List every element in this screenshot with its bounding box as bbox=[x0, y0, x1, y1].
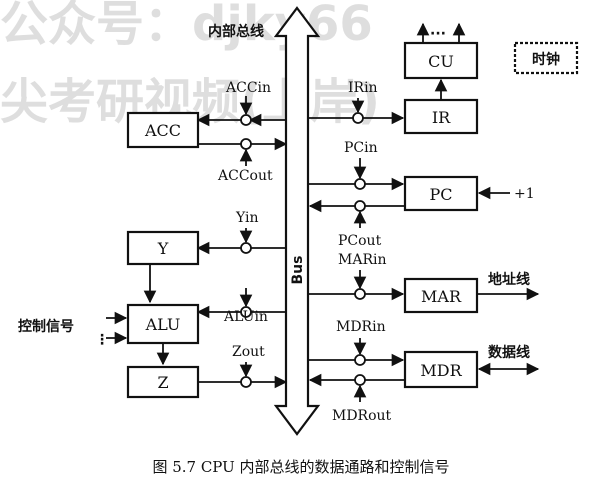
y-register-label: Y bbox=[157, 239, 169, 258]
pc-out-signal: PCout bbox=[338, 233, 382, 249]
pc-register-label: PC bbox=[429, 185, 452, 204]
pc-in-gate bbox=[354, 178, 366, 190]
y-register bbox=[126, 230, 200, 266]
alu-in-signal: ALUin bbox=[223, 309, 268, 325]
pc-out-gate bbox=[354, 200, 366, 212]
z-register bbox=[126, 365, 200, 399]
internal-bus: Bus bbox=[273, 6, 321, 436]
address-bus-label: 地址线 bbox=[488, 271, 530, 288]
mdr-in-signal: MDRin bbox=[336, 319, 386, 335]
mdr-register bbox=[403, 350, 479, 389]
alu bbox=[126, 303, 200, 345]
z-out-signal: Zout bbox=[232, 344, 265, 360]
y-in-gate bbox=[240, 242, 252, 254]
ir-in-signal: IRin bbox=[348, 80, 378, 96]
acc-out-gate bbox=[240, 138, 252, 150]
bus-label: Bus bbox=[290, 256, 306, 285]
cu-dots: ··· bbox=[430, 26, 446, 42]
acc-in-gate bbox=[240, 114, 252, 126]
bus-arrow bbox=[273, 6, 321, 436]
figure-caption: 图 5.7 CPU 内部总线的数据通路和控制信号 bbox=[152, 458, 449, 476]
watermark: 公众号：djky66 尖考研视频(上岸) bbox=[0, 0, 380, 130]
mdr-out-signal: MDRout bbox=[332, 408, 392, 424]
mar-in-signal: MARin bbox=[338, 252, 386, 268]
mar-register bbox=[403, 277, 479, 314]
control-signal-dots: ⋮ bbox=[95, 332, 109, 348]
acc-register bbox=[126, 111, 200, 149]
alu-label: ALU bbox=[145, 315, 181, 334]
acc-register-label: ACC bbox=[144, 121, 181, 140]
z-out-gate bbox=[240, 376, 252, 388]
clock bbox=[513, 41, 579, 75]
control-signals-label: 控制信号 bbox=[18, 318, 74, 335]
clock-label: 时钟 bbox=[532, 51, 560, 68]
cu bbox=[403, 41, 479, 80]
y-in-signal: Yin bbox=[235, 210, 259, 226]
data-bus-label: 数据线 bbox=[488, 344, 530, 361]
acc-in-signal: ACCin bbox=[225, 80, 271, 96]
mar-in-gate bbox=[354, 288, 366, 300]
ir-in-gate bbox=[352, 112, 364, 124]
mdr-out-gate bbox=[354, 374, 366, 386]
pc-in-signal: PCin bbox=[344, 140, 378, 156]
pc-increment-label: +1 bbox=[514, 186, 535, 202]
acc-out-signal: ACCout bbox=[217, 168, 273, 184]
ir-register-label: IR bbox=[432, 108, 451, 127]
bus-top-label: 内部总线 bbox=[208, 23, 264, 40]
mdr-register-label: MDR bbox=[420, 361, 462, 380]
mdr-in-gate bbox=[354, 354, 366, 366]
cu-label: CU bbox=[428, 52, 454, 71]
z-register-label: Z bbox=[157, 373, 168, 392]
pc-register bbox=[403, 175, 479, 212]
mar-register-label: MAR bbox=[421, 287, 462, 306]
watermark-line-1: 公众号：djky66 bbox=[0, 0, 373, 52]
